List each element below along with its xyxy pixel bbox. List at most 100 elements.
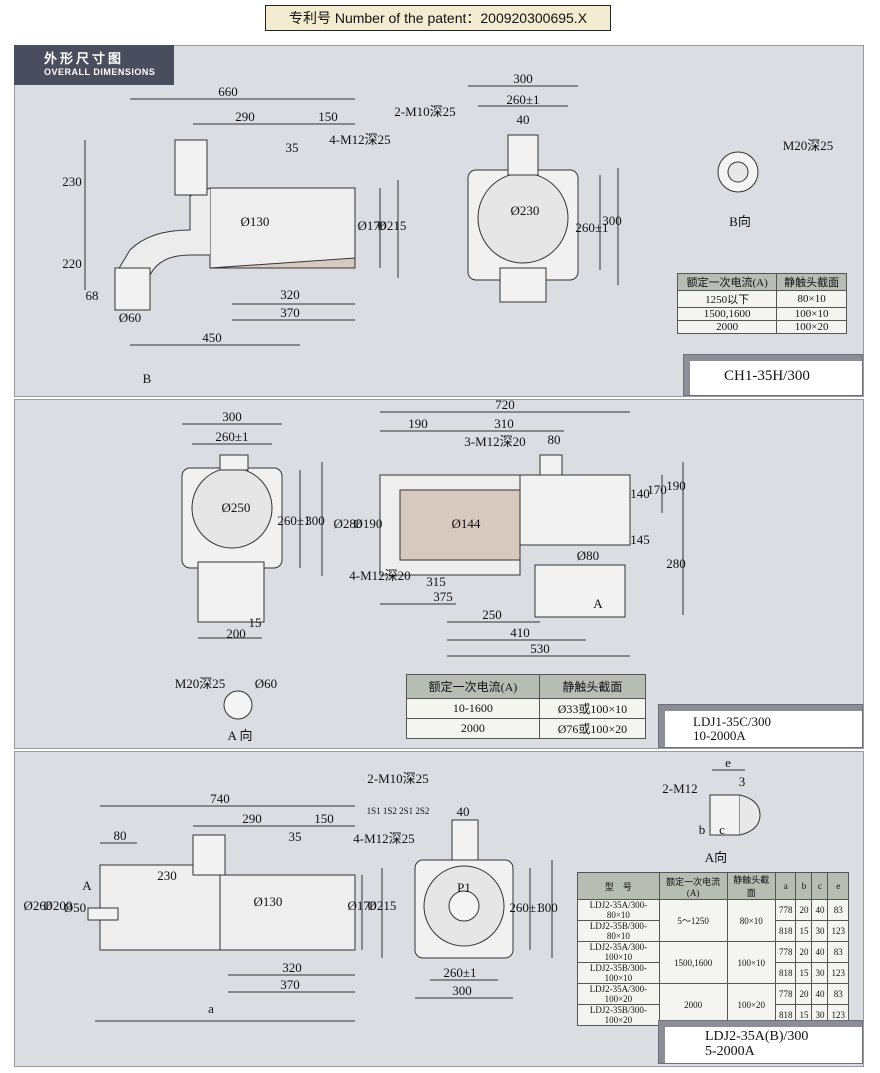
p3-view-a-label: 2-M12 <box>662 781 697 796</box>
p3-cell: 778 <box>774 983 797 1005</box>
p2-front-300: 300 <box>222 409 242 424</box>
p3-th-section: 静触头截面 <box>726 872 776 900</box>
p3-cell: 123 <box>827 920 849 942</box>
p3-front-p1: P1 <box>457 880 471 895</box>
p2-dim-720: 720 <box>495 397 515 412</box>
p1-side-bushing <box>174 139 208 196</box>
p1-side-bottom-bushing <box>114 267 151 311</box>
p3-cell: 30 <box>811 962 829 984</box>
p2-model-line2: 10-2000A <box>693 728 746 743</box>
p3-view-a-3: 3 <box>739 774 746 789</box>
p3-th-b: b <box>795 872 813 900</box>
p3-front-terminals: 1S1 1S2 2S1 2S2 <box>367 806 430 816</box>
p3-model-line2: 5-2000A <box>705 1044 755 1059</box>
p3-cell: 15 <box>795 920 813 942</box>
p2-cell: Ø76或100×20 <box>538 718 647 739</box>
p3-dim-m12: 4-M12深25 <box>353 831 414 846</box>
p3-dim-320: 320 <box>282 960 302 975</box>
p3-dim-d50: Ø50 <box>64 900 86 915</box>
p2-dim-d144: Ø144 <box>452 516 481 531</box>
p3-model-label: LDJ2-35A(B)/300 5-2000A <box>705 1029 808 1059</box>
p2-dim-d280: Ø280 <box>334 516 363 531</box>
p1-front-260b: 260±1 <box>575 220 608 235</box>
p2-dim-170: 170 <box>647 482 667 497</box>
p1-cell: 100×10 <box>776 307 847 321</box>
p3-cell: LDJ2-35B/300-100×20 <box>577 1004 660 1026</box>
p2-th-current: 额定一次电流(A) <box>406 674 540 699</box>
p1-dim-m12: 4-M12深25 <box>329 132 390 147</box>
p3-cell: LDJ2-35B/300-80×10 <box>577 920 660 942</box>
p3-dim-290: 290 <box>242 811 262 826</box>
p3-cell: 100×10 <box>726 941 776 984</box>
p1-dim-370: 370 <box>280 305 300 320</box>
p3-dim-d215: Ø215 <box>368 898 397 913</box>
p2-view-a-caption: A 向 <box>228 728 253 743</box>
p3-dim-d130: Ø130 <box>254 894 283 909</box>
patent-number: 专利号 Number of the patent：200920300695.X <box>265 5 611 31</box>
p3-front-260: 260±1 <box>443 965 476 980</box>
p2-dim-250: 250 <box>482 607 502 622</box>
p2-front-260: 260±1 <box>215 429 248 444</box>
p1-front-300b: 300 <box>602 213 622 228</box>
p1-view-b-caption: B向 <box>729 214 751 229</box>
p3-cell: 100×20 <box>726 983 776 1026</box>
p3-front-260b: 260±1 <box>509 900 542 915</box>
p3-cell: 20 <box>795 983 813 1005</box>
p1-front-300: 300 <box>513 71 533 86</box>
p2-dim-140: 140 <box>630 486 650 501</box>
p3-dim-230: 230 <box>157 868 177 883</box>
p3-dim-d170: Ø170 <box>348 898 377 913</box>
p1-dim-230: 230 <box>62 174 82 189</box>
p2-dim-80: 80 <box>548 432 561 447</box>
p3-cell: 30 <box>811 920 829 942</box>
p3-view-a-c: c <box>719 822 725 837</box>
p3-cell: 778 <box>774 941 797 963</box>
p2-dim-280: 280 <box>666 556 686 571</box>
header-cn: 外形尺寸图 <box>44 51 125 66</box>
p3-cell: 83 <box>827 899 849 921</box>
p1-dim-68: 68 <box>86 288 99 303</box>
overall-dimensions-header: 外形尺寸图 OVERALL DIMENSIONS <box>14 45 174 85</box>
p3-model-line1: LDJ2-35A(B)/300 <box>705 1029 809 1044</box>
p2-front-d250: Ø250 <box>222 500 251 515</box>
p3-view-a-e: e <box>725 755 731 770</box>
p2-th-section: 静触头截面 <box>538 674 647 699</box>
p1-dim-220: 220 <box>62 256 82 271</box>
p3-th-c: c <box>811 872 829 900</box>
p1-front-40: 40 <box>517 112 530 127</box>
p3-front-300: 300 <box>452 983 472 998</box>
p3-cell: 83 <box>827 983 849 1005</box>
p2-view-a-label1: M20深25 <box>175 676 226 691</box>
p3-dim-150: 150 <box>314 811 334 826</box>
p2-dim-315: 315 <box>426 574 446 589</box>
p2-dim-a: A <box>593 596 603 611</box>
header-en: OVERALL DIMENSIONS <box>44 67 156 77</box>
p2-dim-310: 310 <box>494 416 514 431</box>
p3-cell: 778 <box>774 899 797 921</box>
p1-model-box: CH1-35H/300 <box>683 354 863 396</box>
p1-front-d230: Ø230 <box>511 203 540 218</box>
p1-th-section: 静触头截面 <box>776 273 847 291</box>
p2-dim-m12: 3-M12深20 <box>464 434 525 449</box>
p3-cell: 15 <box>795 962 813 984</box>
p1-front-260: 260±1 <box>506 92 539 107</box>
p3-dim-80: 80 <box>114 828 127 843</box>
p1-dim-b: B <box>143 371 152 386</box>
p3-front-m10: 2-M10深25 <box>367 771 428 786</box>
p1-cell: 80×10 <box>776 290 847 308</box>
p2-dim-190: 190 <box>408 416 428 431</box>
p1-side-elbow <box>117 187 211 276</box>
p1-dim-35: 35 <box>286 140 299 155</box>
p1-cell: 2000 <box>676 320 778 334</box>
p1-view-b-label: M20深25 <box>783 138 834 153</box>
p2-model-box: LDJ1-35C/300 10-2000A <box>658 704 863 748</box>
p2-model-line1: LDJ1-35C/300 <box>693 714 771 729</box>
p1-dim-d170: Ø170 <box>358 218 387 233</box>
p2-model-label: LDJ1-35C/300 10-2000A <box>693 715 771 743</box>
p1-model-label: CH1-35H/300 <box>724 368 810 384</box>
